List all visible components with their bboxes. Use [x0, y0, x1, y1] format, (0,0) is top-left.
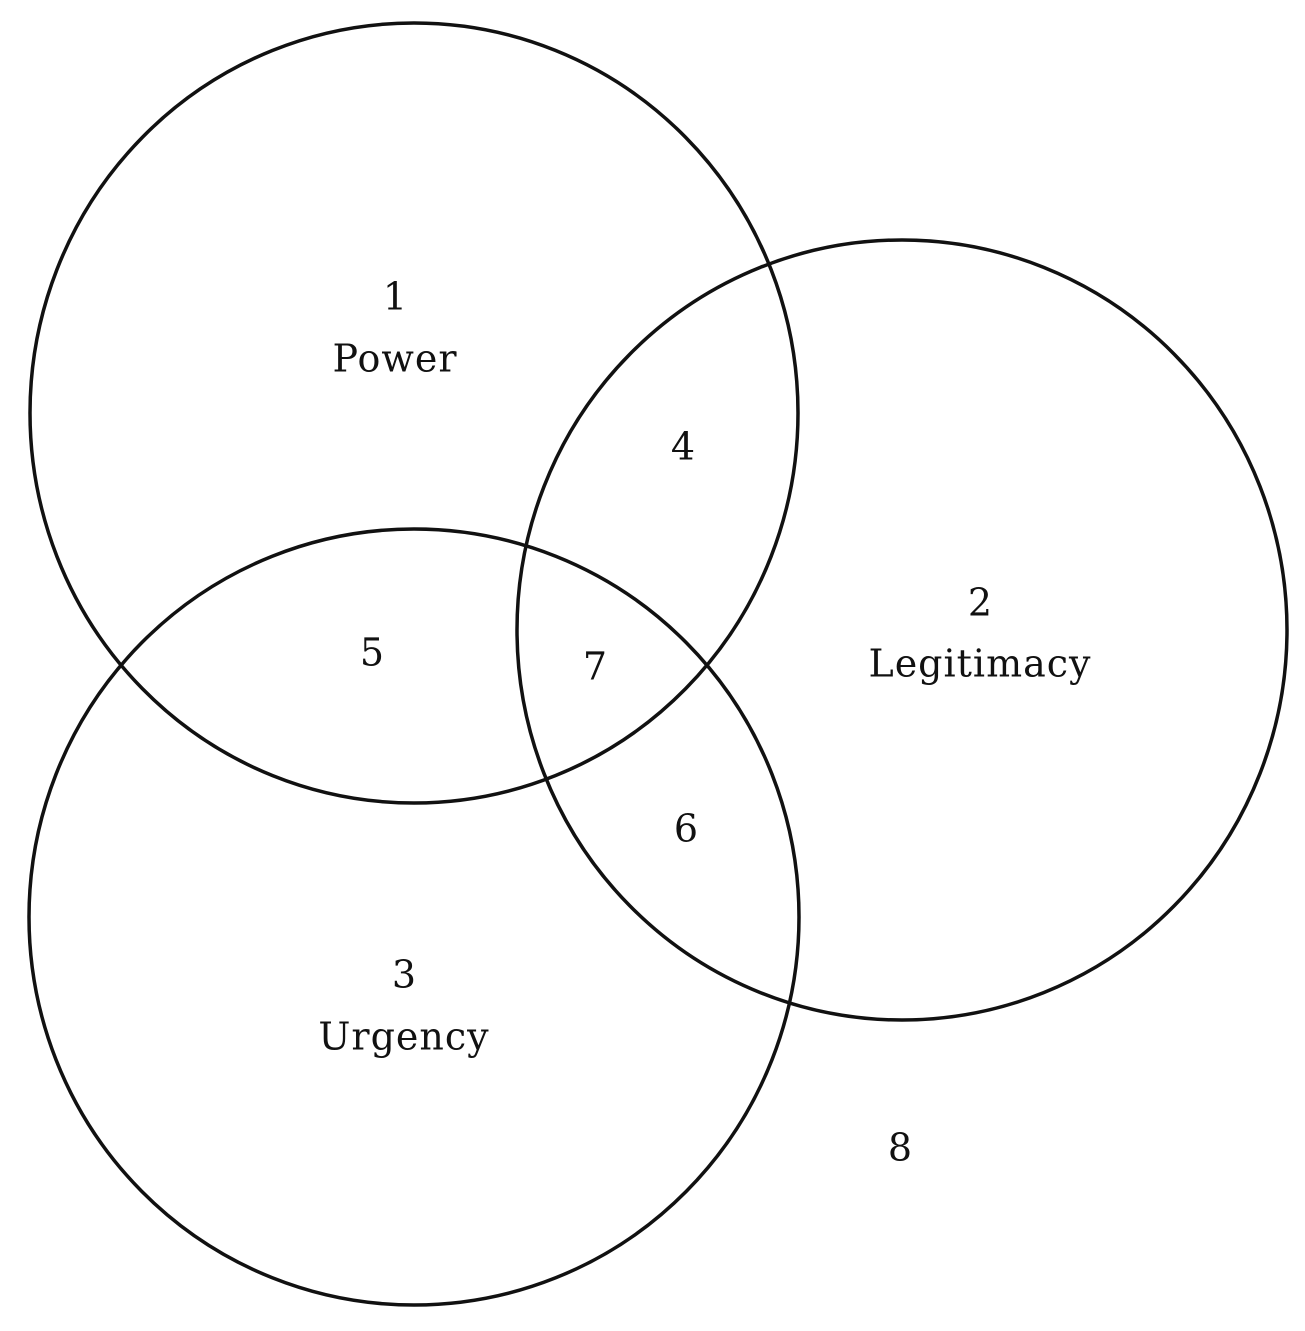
all-three-number: 7: [583, 645, 607, 689]
legitimacy-urgency-number: 6: [674, 807, 698, 851]
legitimacy-number: 2: [968, 581, 992, 625]
urgency-circle: [27, 527, 801, 1307]
legitimacy-circle: [515, 238, 1289, 1022]
outside-number: 8: [888, 1126, 912, 1170]
power-label: Power: [332, 337, 457, 381]
power-number: 1: [383, 275, 407, 319]
urgency-label: Urgency: [318, 1015, 489, 1059]
legitimacy-label: Legitimacy: [868, 642, 1091, 686]
power-urgency-number: 5: [360, 631, 384, 675]
urgency-number: 3: [392, 953, 416, 997]
power-legitimacy-number: 4: [671, 425, 695, 469]
power-circle: [28, 21, 800, 805]
